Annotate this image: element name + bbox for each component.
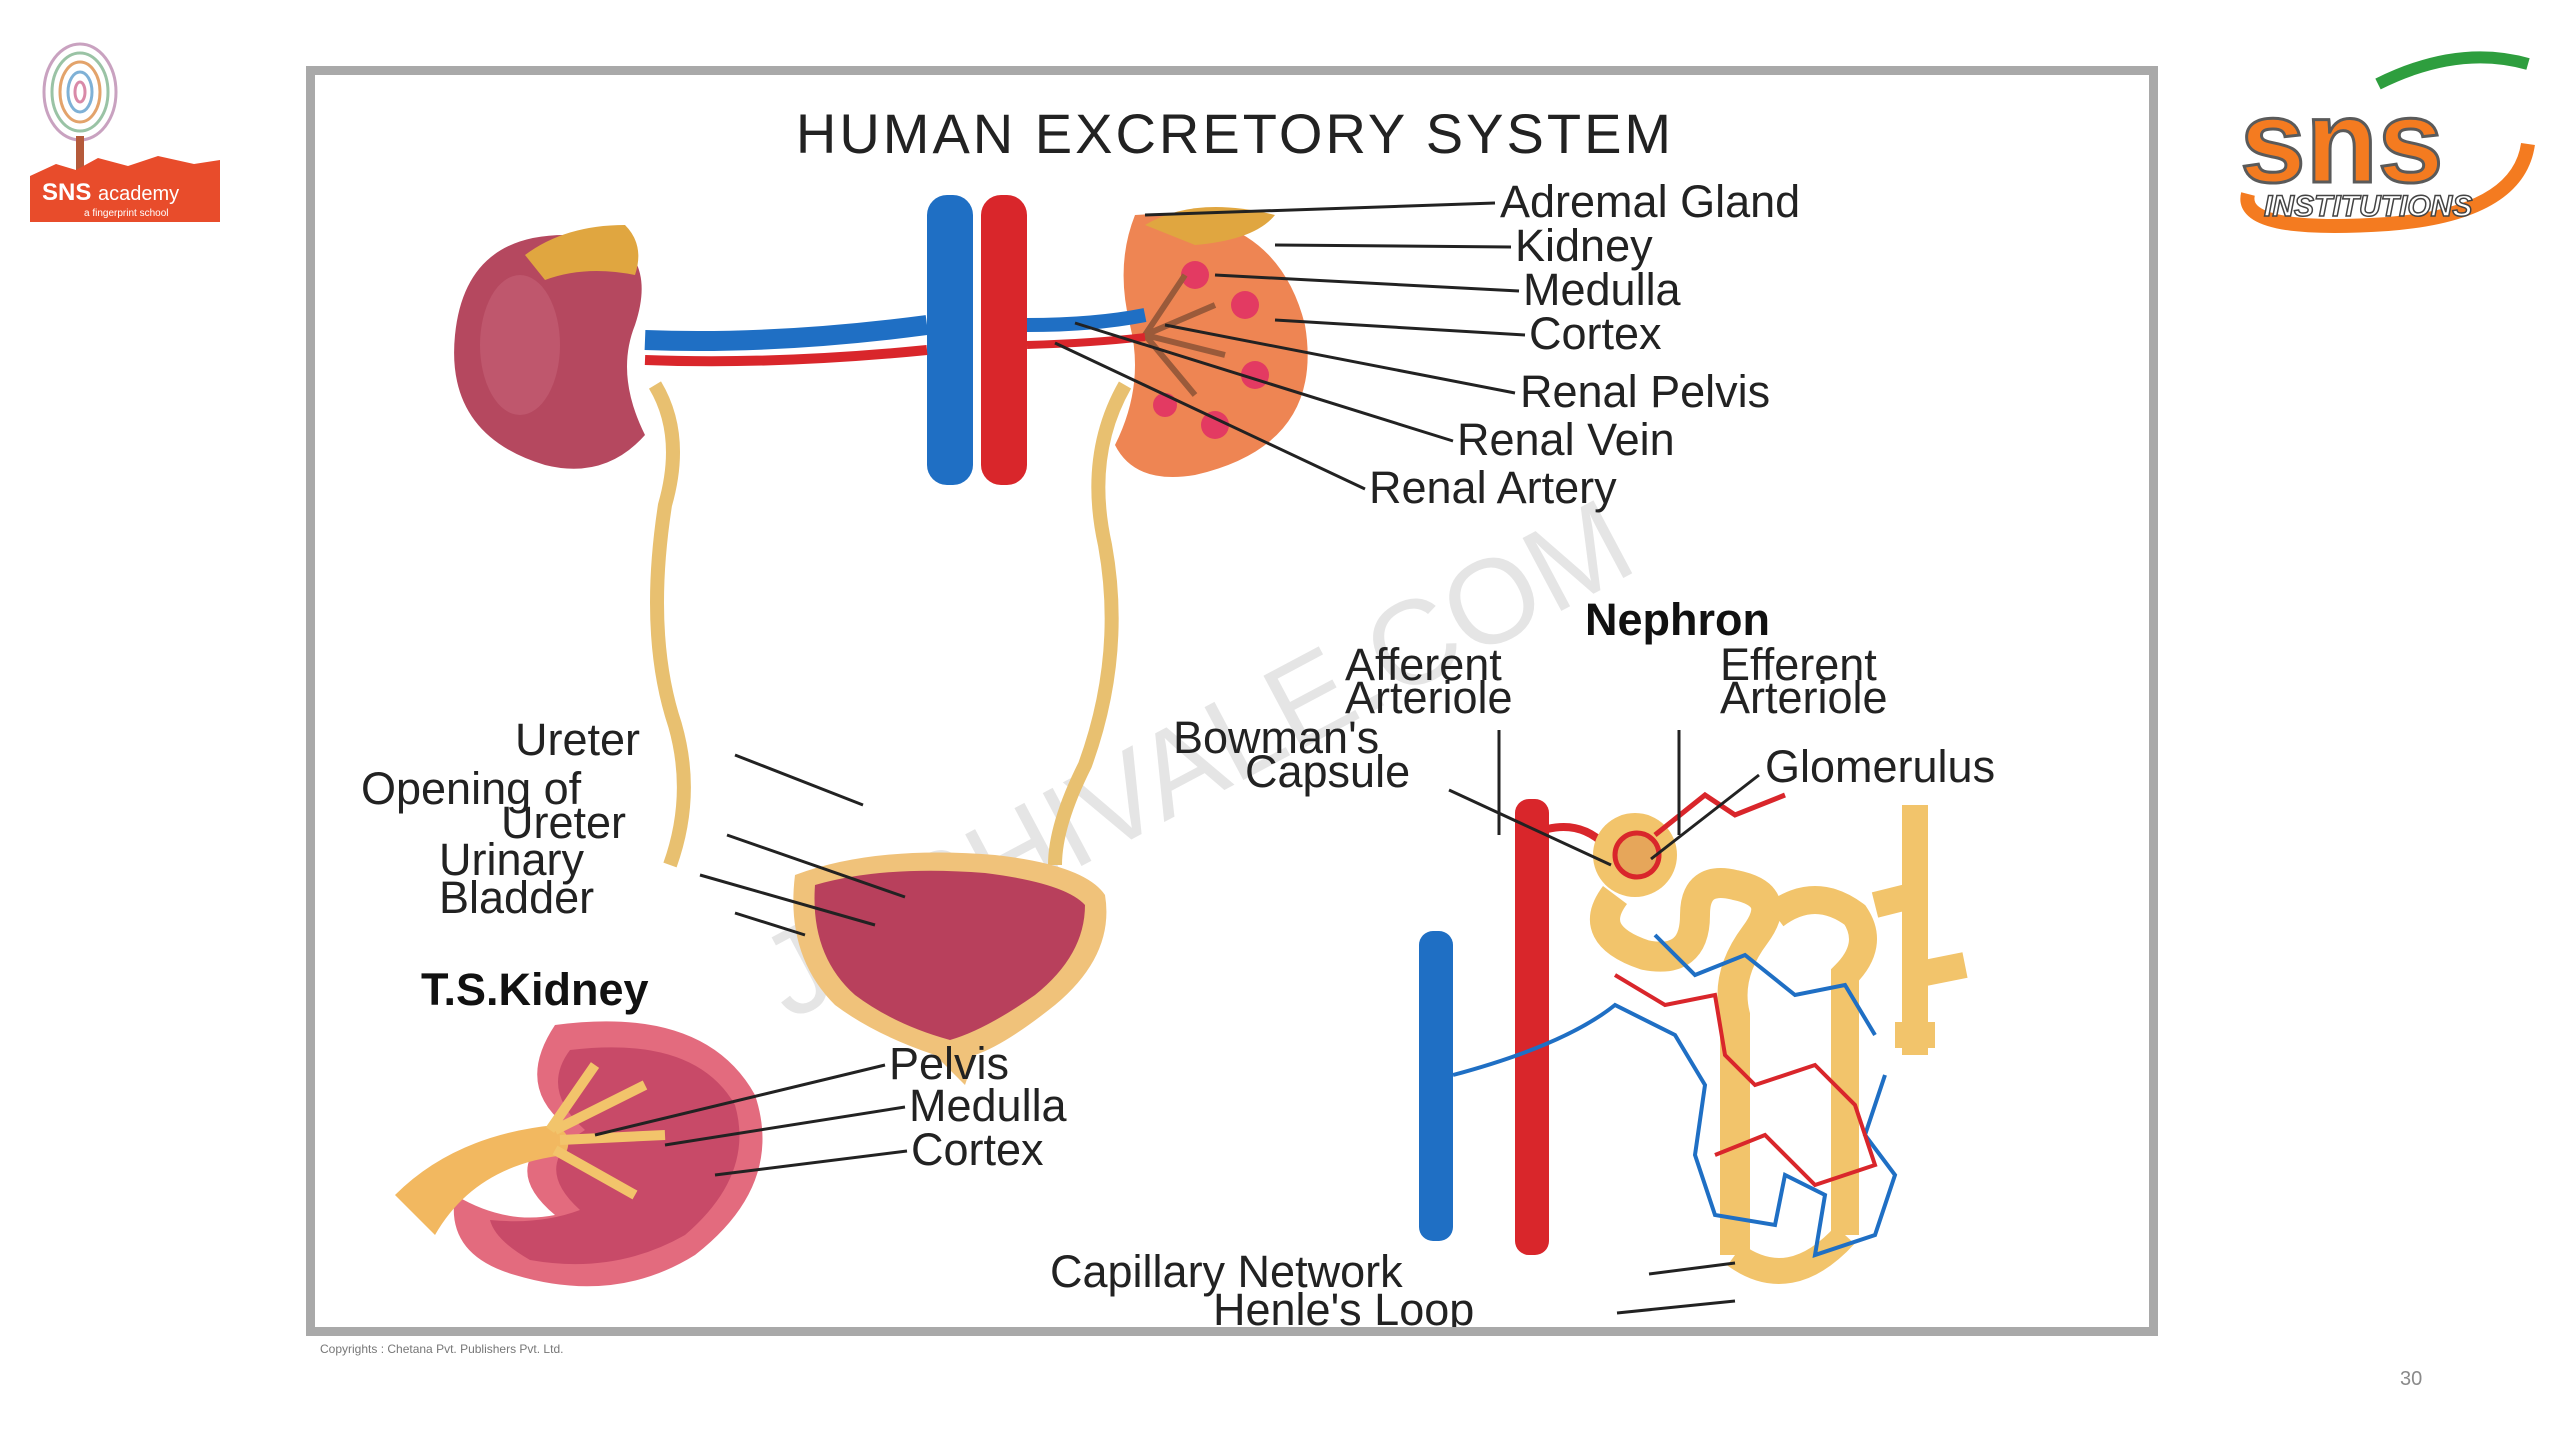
- ts-kidney-labels: Pelvis Medulla Cortex: [889, 1038, 1068, 1175]
- label-ts-medulla: Medulla: [909, 1080, 1068, 1131]
- label-bowmans: Bowman's: [1173, 712, 1379, 763]
- nephron-illustration: [1419, 730, 1968, 1284]
- kidney-labels: Adremal Gland Kidney Medulla Cortex Rena…: [1369, 176, 1800, 513]
- label-renal-artery: Renal Artery: [1369, 462, 1617, 513]
- label-opening-ureter: Ureter: [501, 797, 626, 848]
- label-efferent: Efferent: [1720, 639, 1877, 690]
- label-ts-pelvis: Pelvis: [889, 1038, 1009, 1089]
- svg-text:sns: sns: [2240, 76, 2443, 208]
- excretory-diagram: HUMAN EXCRETORY SYSTEM JOSHIVALE.COM: [361, 102, 1995, 1335]
- urinary-bladder: [793, 852, 1107, 1085]
- label-medulla: Medulla: [1523, 264, 1682, 315]
- fingerprint-tree-icon: SNS academy a fingerprint school: [30, 42, 220, 222]
- label-efferent-arteriole: Arteriole: [1720, 672, 1888, 723]
- svg-text:SNS: SNS: [42, 179, 91, 206]
- label-henles-loop: Henle's Loop: [1213, 1284, 1474, 1327]
- svg-text:a fingerprint school: a fingerprint school: [84, 208, 169, 219]
- nephron-arteriole-labels: Afferent Arteriole Efferent Arteriole Bo…: [1173, 639, 1995, 797]
- right-renal-vein: [1026, 308, 1147, 332]
- label-afferent: Afferent: [1345, 639, 1502, 690]
- nephron-bottom-labels: Capillary Network Henle's Loop: [1050, 1246, 1474, 1335]
- svg-text:academy: academy: [98, 183, 179, 205]
- sns-institutions-logo: sns INSTITUTIONS: [2228, 44, 2540, 240]
- nephron-heading: Nephron: [1585, 594, 1770, 645]
- label-adrenal-gland: Adremal Gland: [1500, 176, 1800, 227]
- right-kidney: [1115, 207, 1308, 477]
- label-glomerulus: Glomerulus: [1765, 741, 1995, 792]
- right-renal-artery: [1026, 333, 1146, 349]
- ts-kidney-illustration: [395, 1021, 763, 1287]
- label-capsule: Capsule: [1245, 746, 1410, 797]
- diagram-title: HUMAN EXCRETORY SYSTEM: [796, 102, 1674, 165]
- label-urinary: Urinary: [439, 834, 585, 885]
- excretory-system-chart: HUMAN EXCRETORY SYSTEM JOSHIVALE.COM: [306, 66, 2158, 1336]
- label-bladder: Bladder: [439, 872, 594, 923]
- label-ts-cortex: Cortex: [911, 1124, 1044, 1175]
- aorta: [981, 195, 1027, 485]
- left-ureter: [648, 381, 691, 868]
- svg-text:INSTITUTIONS: INSTITUTIONS: [2264, 190, 2472, 223]
- ts-kidney-heading: T.S.Kidney: [421, 964, 649, 1015]
- label-ureter: Ureter: [515, 714, 640, 765]
- label-afferent-arteriole: Arteriole: [1345, 672, 1513, 723]
- label-kidney: Kidney: [1515, 220, 1653, 271]
- right-ureter: [1048, 381, 1132, 866]
- label-capillary-network: Capillary Network: [1050, 1246, 1403, 1297]
- slide-number: 30: [2400, 1368, 2423, 1390]
- label-renal-pelvis: Renal Pelvis: [1520, 366, 1770, 417]
- sns-swoosh-icon: sns INSTITUTIONS: [2239, 51, 2535, 233]
- label-renal-vein: Renal Vein: [1457, 414, 1675, 465]
- label-cortex: Cortex: [1529, 308, 1662, 359]
- vena-cava: [927, 195, 973, 485]
- left-kidney: [454, 225, 645, 469]
- copyright-note: Copyrights : Chetana Pvt. Publishers Pvt…: [320, 1342, 564, 1356]
- left-renal-vein: [644, 315, 929, 351]
- bladder-labels: Ureter Opening of Ureter Urinary Bladder: [361, 714, 640, 923]
- sns-academy-logo: SNS academy a fingerprint school: [28, 26, 224, 230]
- label-opening-of: Opening of: [361, 763, 582, 814]
- left-renal-artery: [644, 345, 928, 367]
